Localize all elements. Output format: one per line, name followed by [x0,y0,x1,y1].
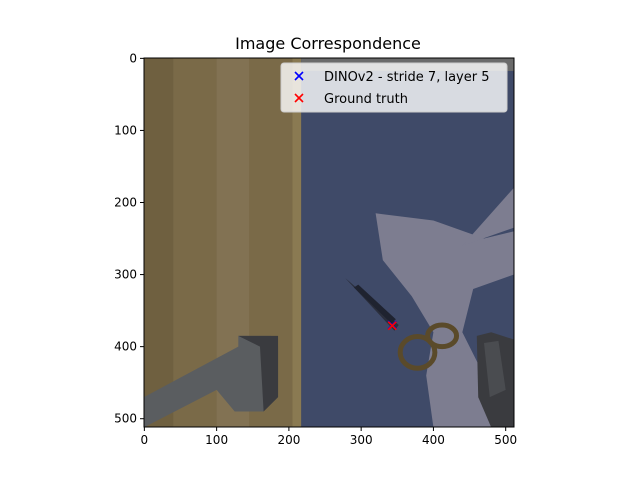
x-tick-label: 200 [277,433,300,447]
y-tick-label: 200 [114,196,137,210]
x-tick-label: 100 [205,433,228,447]
door-frame [292,58,302,427]
x-tick-label: 400 [422,433,445,447]
gun-right-highlight [484,340,506,398]
y-axis-ticks: 0 100 200 300 400 500 [114,51,144,426]
legend-label-0: DINOv2 - stride 7, layer 5 [324,70,489,85]
axes-frame [143,57,515,428]
y-tick-label: 300 [114,268,137,282]
x-axis-ticks: 0 100 200 300 400 500 [141,427,517,447]
scissors-handle-left [397,334,438,371]
y-tick-label: 500 [114,412,137,426]
legend-label-1: Ground truth [324,92,408,107]
background-image [144,58,514,427]
poster-arm [462,188,514,246]
legend-marker-0 [294,71,304,81]
scatter-point-ground-truth [387,321,397,331]
x-tick-label: 0 [141,433,149,447]
gun-left [144,335,279,427]
y-tick-label: 400 [114,340,137,354]
legend-marker-1 [294,93,304,103]
wall-shade-left [144,58,174,427]
scatter-marks [387,320,397,331]
legend: DINOv2 - stride 7, layer 5 Ground truth [280,62,508,113]
x-tick-label: 300 [350,433,373,447]
gun-left-shade [238,335,279,412]
x-tick-label: 500 [494,433,517,447]
y-tick-label: 100 [114,123,137,137]
legend-box [280,62,508,113]
scissors-handle-right [425,322,460,350]
chart-title: Image Correspondence [235,34,421,53]
scissors-blade-2 [353,284,396,324]
y-tick-label: 0 [129,51,137,65]
